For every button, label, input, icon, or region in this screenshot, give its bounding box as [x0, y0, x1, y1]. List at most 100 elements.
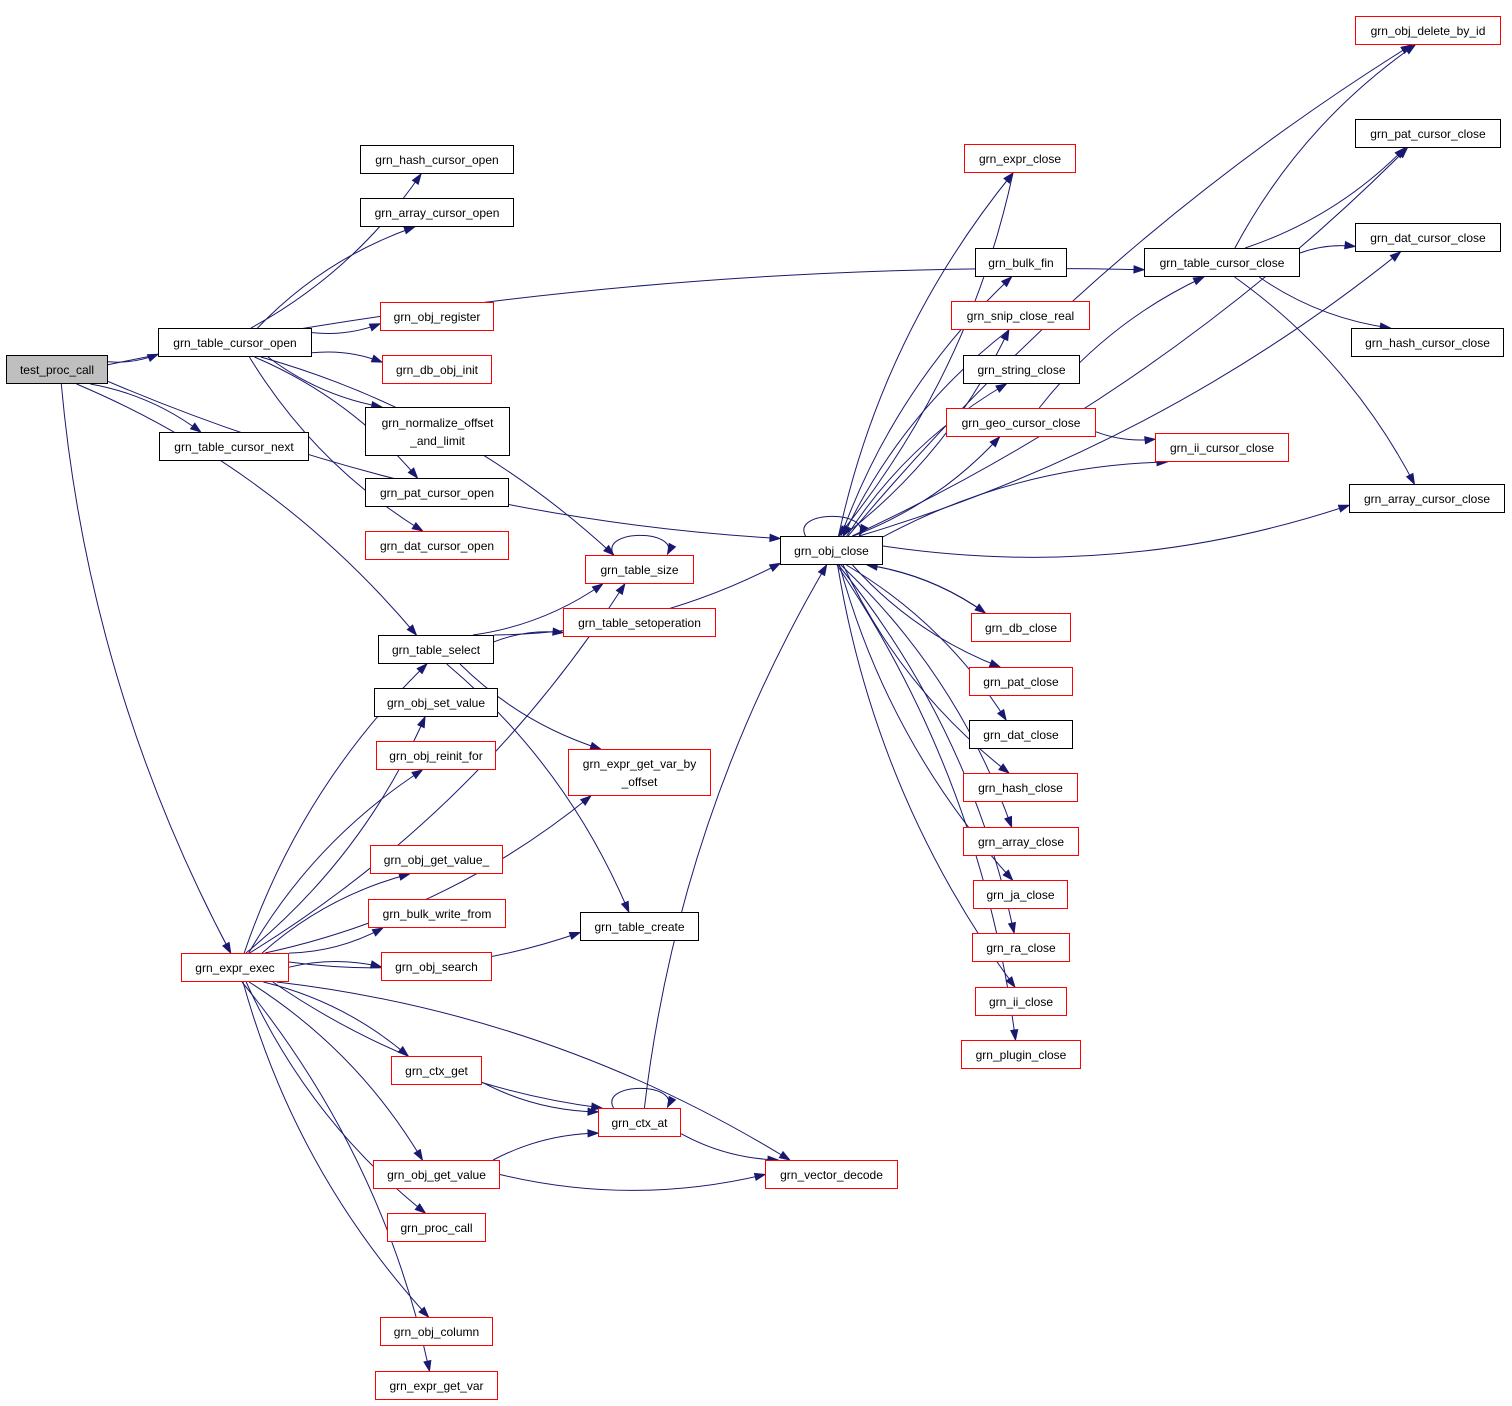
node-grn-ctx-at[interactable]: grn_ctx_at: [598, 1108, 681, 1137]
node-grn-hash-close[interactable]: grn_hash_close: [963, 773, 1078, 802]
node-grn-ra-close[interactable]: grn_ra_close: [972, 933, 1070, 962]
node-grn-bulk-write-from[interactable]: grn_bulk_write_from: [368, 899, 506, 928]
arrowhead-icon: [423, 1359, 432, 1373]
node-grn-obj-register[interactable]: grn_obj_register: [380, 302, 494, 331]
node-grn-table-size[interactable]: grn_table_size: [585, 555, 694, 584]
arrowhead-icon: [1389, 251, 1402, 262]
node-grn-normalize-offset-and-limit[interactable]: grn_normalize_offset _and_limit: [365, 407, 510, 456]
node-grn-proc-call[interactable]: grn_proc_call: [387, 1213, 486, 1242]
arrowhead-icon: [407, 467, 419, 480]
edge-grn-expr-exec-to-grn-bulk-write-from: [288, 927, 384, 954]
arrowhead-icon: [414, 1203, 427, 1214]
edge-grn-ctx-at-to-grn-vector-decode: [680, 1133, 779, 1161]
node-grn-obj-delete-by-id[interactable]: grn_obj_delete_by_id: [1355, 16, 1501, 45]
node-grn-pat-cursor-close[interactable]: grn_pat_cursor_close: [1355, 119, 1501, 148]
node-grn-dat-cursor-close[interactable]: grn_dat_cursor_close: [1355, 223, 1501, 252]
node-grn-bulk-fin[interactable]: grn_bulk_fin: [975, 248, 1067, 277]
node-grn-pat-close[interactable]: grn_pat_close: [969, 667, 1073, 696]
node-grn-ctx-get[interactable]: grn_ctx_get: [391, 1056, 482, 1085]
edge-grn-table-select-to-grn-expr-get-var-by-offset: [459, 663, 601, 750]
edge-grn-expr-exec-to-grn-ctx-get: [263, 981, 409, 1057]
node-test-proc-call: test_proc_call: [6, 355, 108, 384]
arrowhead-icon: [368, 323, 382, 332]
arrowhead-icon: [988, 659, 1002, 668]
arrowhead-icon: [416, 715, 426, 729]
arrowhead-icon: [1002, 869, 1014, 882]
edge-grn-expr-exec-to-grn-obj-get-value: [248, 981, 423, 1161]
edge-grn-ctx-at-to-grn-obj-close: [643, 564, 828, 1109]
node-grn-obj-get-value-[interactable]: grn_obj_get_value_: [370, 845, 503, 874]
arrowhead-icon: [666, 542, 677, 556]
edge-grn-obj-close-to-grn-ra-close: [838, 564, 1015, 934]
node-grn-plugin-close[interactable]: grn_plugin_close: [961, 1040, 1081, 1069]
node-grn-obj-search[interactable]: grn_obj_search: [381, 952, 492, 981]
node-grn-obj-reinit-for[interactable]: grn_obj_reinit_for: [376, 741, 496, 770]
edge-grn-ctx-get-to-grn-ctx-at: [481, 1081, 599, 1113]
arrowhead-icon: [778, 1150, 792, 1161]
arrowhead-icon: [768, 562, 782, 572]
node-grn-dat-close[interactable]: grn_dat_close: [969, 720, 1073, 749]
node-grn-table-cursor-open[interactable]: grn_table_cursor_open: [158, 328, 312, 357]
edge-grn-obj-close-to-grn-dat-close: [846, 564, 1007, 721]
node-grn-obj-close[interactable]: grn_obj_close: [780, 536, 883, 565]
node-grn-table-setoperation[interactable]: grn_table_setoperation: [563, 608, 716, 637]
node-grn-db-obj-init[interactable]: grn_db_obj_init: [382, 355, 492, 384]
node-grn-obj-column[interactable]: grn_obj_column: [380, 1317, 493, 1346]
node-grn-expr-exec[interactable]: grn_expr_exec: [181, 953, 289, 982]
node-grn-ii-close[interactable]: grn_ii_close: [975, 987, 1067, 1016]
node-grn-expr-get-var-by-offset[interactable]: grn_expr_get_var_by _offset: [568, 749, 711, 796]
arrowhead-icon: [568, 932, 582, 940]
node-grn-geo-cursor-close[interactable]: grn_geo_cursor_close: [946, 408, 1096, 437]
arrowhead-icon: [411, 769, 424, 780]
node-grn-db-close[interactable]: grn_db_close: [971, 613, 1071, 642]
edge-grn-expr-exec-to-grn-obj-reinit-for: [248, 769, 423, 954]
node-grn-array-close[interactable]: grn_array_close: [963, 827, 1079, 856]
edge-grn-obj-close-to-grn-expr-close: [838, 172, 1014, 537]
node-grn-obj-get-value[interactable]: grn_obj_get_value: [373, 1160, 500, 1189]
edge-grn-table-select-to-grn-table-size: [472, 583, 603, 636]
node-grn-dat-cursor-open[interactable]: grn_dat_cursor_open: [365, 531, 509, 560]
edge-grn-expr-exec-to-grn-table-size: [249, 583, 626, 954]
node-grn-table-cursor-close[interactable]: grn_table_cursor_close: [1144, 248, 1300, 277]
node-grn-table-select[interactable]: grn_table_select: [378, 635, 494, 664]
arrowhead-icon: [1404, 44, 1417, 55]
arrowhead-icon: [369, 960, 383, 969]
node-grn-expr-close[interactable]: grn_expr_close: [964, 144, 1076, 173]
arrowhead-icon: [1000, 328, 1010, 342]
arrowhead-icon: [413, 1148, 424, 1162]
arrowhead-icon: [370, 354, 384, 363]
edge-grn-db-close-to-grn-obj-close: [867, 564, 986, 614]
node-grn-vector-decode[interactable]: grn_vector_decode: [765, 1160, 898, 1189]
node-grn-pat-cursor-open[interactable]: grn_pat_cursor_open: [365, 478, 509, 507]
node-grn-snip-close-real[interactable]: grn_snip_close_real: [951, 301, 1090, 330]
arrowhead-icon: [189, 422, 202, 433]
arrowhead-icon: [666, 1095, 677, 1109]
arrowhead-icon: [397, 1045, 410, 1057]
edge-grn-table-cursor-open-to-grn-array-cursor-open: [257, 226, 415, 329]
node-grn-ja-close[interactable]: grn_ja_close: [973, 880, 1068, 909]
node-grn-obj-set-value[interactable]: grn_obj_set_value: [374, 688, 498, 717]
edge-test-proc-call-to-grn-expr-exec: [60, 383, 232, 954]
node-grn-table-create[interactable]: grn_table_create: [580, 912, 699, 941]
node-grn-expr-get-var[interactable]: grn_expr_get_var: [375, 1371, 498, 1400]
node-grn-hash-cursor-close[interactable]: grn_hash_cursor_close: [1351, 328, 1504, 357]
node-grn-table-cursor-next[interactable]: grn_table_cursor_next: [159, 432, 309, 461]
edge-grn-obj-close-to-grn-ii-cursor-close: [882, 461, 1168, 538]
arrowhead-icon: [998, 763, 1011, 774]
arrowhead-icon: [1337, 504, 1351, 513]
node-grn-array-cursor-close[interactable]: grn_array_cursor_close: [1349, 484, 1505, 513]
arrowhead-icon: [769, 533, 782, 543]
arrowhead-icon: [222, 941, 232, 955]
arrowhead-icon: [817, 563, 828, 577]
arrowhead-icon: [753, 1172, 767, 1182]
node-grn-ii-cursor-close[interactable]: grn_ii_cursor_close: [1155, 433, 1289, 462]
edge-grn-obj-close-to-grn-obj-close: [803, 515, 862, 537]
arrowhead-icon: [1004, 815, 1013, 829]
edge-grn-obj-close-to-grn-obj-delete-by-id: [847, 44, 1412, 537]
edge-grn-geo-cursor-close-to-grn-table-cursor-close: [1038, 276, 1205, 409]
node-grn-hash-cursor-open[interactable]: grn_hash_cursor_open: [360, 145, 514, 174]
node-grn-array-cursor-open[interactable]: grn_array_cursor_open: [360, 198, 514, 227]
node-grn-string-close[interactable]: grn_string_close: [963, 355, 1080, 384]
arrowhead-icon: [603, 544, 615, 557]
